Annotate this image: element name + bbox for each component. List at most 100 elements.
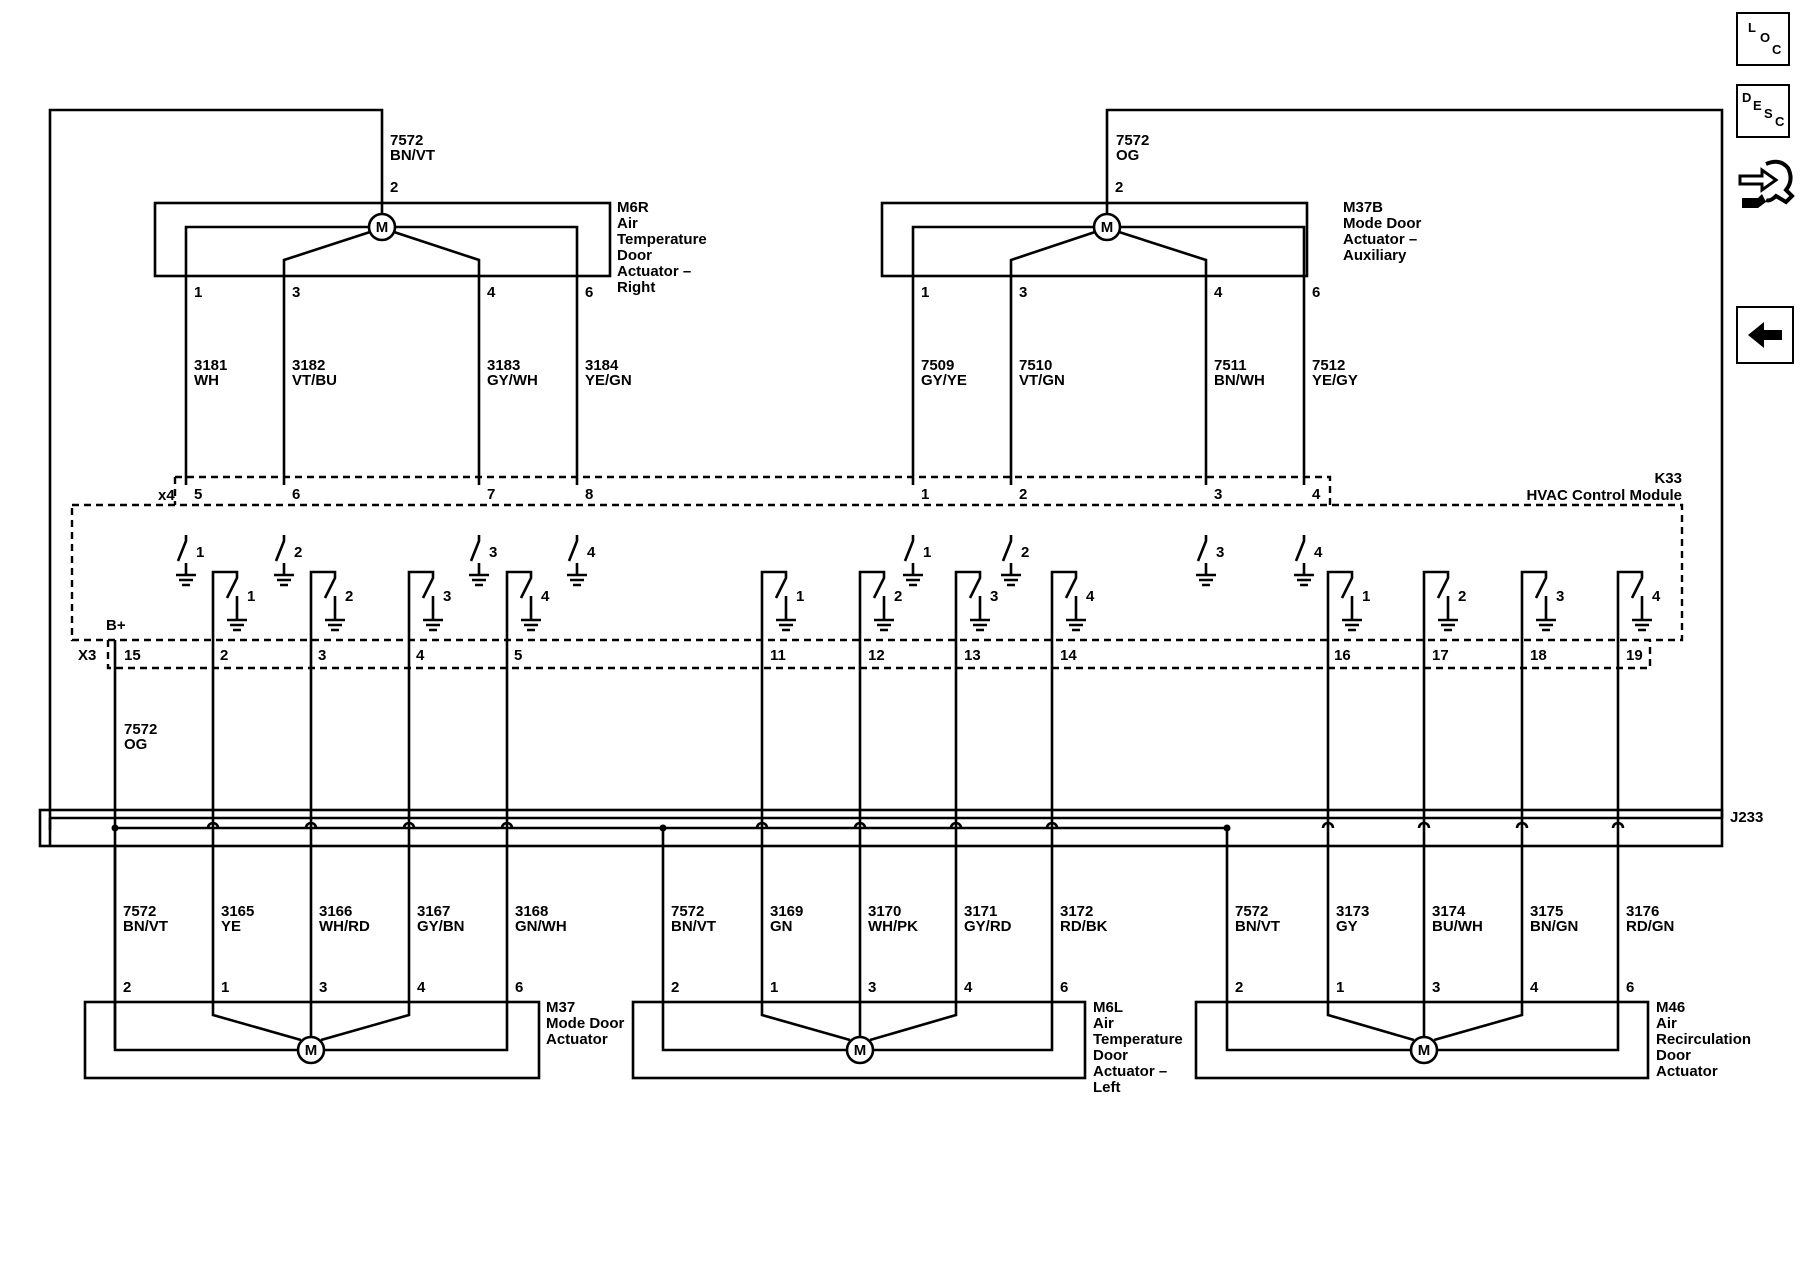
- wire-3181-num: 3181: [194, 357, 227, 374]
- actuator-m46-inner-outer: [1225, 1004, 1620, 1052]
- actuator-m37b-inner-mid: [1009, 230, 1208, 275]
- wire-m6l-2-num: 3170: [868, 903, 901, 920]
- upper-switch-m37b-2-num: 2: [1021, 544, 1029, 561]
- wire-3183-num: 3183: [487, 357, 520, 374]
- lower-switch-g3-4-num: 4: [1652, 588, 1661, 605]
- lower-switch-g1-2-ground: [325, 608, 345, 632]
- lower-switch-g3-3-blade: [1520, 570, 1548, 652]
- wire-7511-color: BN/WH: [1214, 372, 1265, 389]
- loc-button[interactable]: L O C: [1736, 12, 1790, 66]
- hump-3172: [1045, 821, 1059, 829]
- lower-switch-g2-3-ground: [970, 608, 990, 632]
- upper-switch-m37b-1-num: 1: [923, 544, 931, 561]
- upper-switch-m37b-3-blade: [1196, 535, 1208, 562]
- hump-3171: [949, 821, 963, 829]
- actuator-m6l-motor-label: M: [854, 1042, 867, 1059]
- upper-switch-m6r-4-ground: [567, 563, 587, 587]
- wire-m6l-4-num: 3172: [1060, 903, 1093, 920]
- upper-switch-m6r-3-num: 3: [489, 544, 497, 561]
- wire-m37-4-color: GN/WH: [515, 918, 567, 935]
- wire-m46-4-num: 3176: [1626, 903, 1659, 920]
- wire-m37-2-num: 3166: [319, 903, 352, 920]
- x4-pin-7-m6r: 7: [487, 486, 495, 503]
- actuator-m6r-feed-pin: 2: [390, 179, 398, 196]
- actuator-m6l-label-1: Air: [1093, 1015, 1114, 1032]
- upper-switch-m6r-4-blade: [567, 535, 579, 562]
- desc-button[interactable]: D E S C: [1736, 84, 1790, 138]
- actuator-m46-motor-label: M: [1418, 1042, 1431, 1059]
- actuator-m46-pin-6: 6: [1626, 979, 1634, 996]
- actuator-m37-inner-outer: [113, 1004, 509, 1052]
- back-button[interactable]: [1736, 306, 1794, 364]
- upper-switch-m37b-1-ground: [903, 563, 923, 587]
- wire-m37-3-num: 3167: [417, 903, 450, 920]
- x4-pin-5-m6r: 5: [194, 486, 202, 503]
- wire-m46-3-num: 3175: [1530, 903, 1563, 920]
- actuator-m37-label-1: Mode Door: [546, 1015, 624, 1032]
- lower-switch-g1-2-blade: [309, 570, 337, 652]
- actuator-m6r-motor-label: M: [376, 219, 389, 236]
- wire-7511-num: 7511: [1214, 357, 1247, 374]
- actuator-m46-label-3: Door: [1656, 1047, 1691, 1064]
- hump-3169: [755, 821, 769, 829]
- connector-end-view-icon: [1738, 159, 1795, 208]
- actuator-m6r-motor: [367, 212, 397, 242]
- wire-7512-num: 7512: [1312, 357, 1345, 374]
- upper-switch-m6r-2-blade: [274, 535, 286, 562]
- wire-m6l-4-color: RD/BK: [1060, 918, 1108, 935]
- actuator-m46-inner-mid: [1326, 1004, 1524, 1042]
- x3-pin-5: 5: [514, 647, 522, 664]
- actuator-m37-motor: [296, 1035, 326, 1065]
- wire-3184-color: YE/GN: [585, 372, 632, 389]
- feed-right-num: 7572: [1116, 132, 1149, 149]
- upper-switch-m37b-3-ground: [1196, 563, 1216, 587]
- wire-7512-color: YE/GY: [1312, 372, 1358, 389]
- actuator-m46-label-0: M46: [1656, 999, 1685, 1016]
- lower-switch-g3-1-blade: [1326, 570, 1354, 652]
- lower-switch-g2-2-ground: [874, 608, 894, 632]
- lower-switch-g2-4-ground: [1066, 608, 1086, 632]
- x3-pin-3: 3: [318, 647, 326, 664]
- hump-3175: [1515, 821, 1529, 829]
- wire-m37-1-num: 3165: [221, 903, 254, 920]
- module-name: HVAC Control Module: [1526, 487, 1682, 504]
- wire-m6l-3-color: GY/RD: [964, 918, 1012, 935]
- connector-end-view-button[interactable]: [1736, 150, 1796, 216]
- actuator-m37-pin-2: 2: [123, 979, 131, 996]
- actuator-m37b-label-3: Auxiliary: [1343, 247, 1407, 264]
- desc-letter-e: E: [1753, 98, 1762, 113]
- lower-switch-g1-2-num: 2: [345, 588, 353, 605]
- module-id: K33: [1654, 470, 1682, 487]
- actuator-m46-motor: [1409, 1035, 1439, 1065]
- upper-switch-m6r-1-blade: [176, 535, 188, 562]
- actuator-m6r-label-0: M6R: [617, 199, 649, 216]
- loc-letter-o: O: [1760, 30, 1771, 45]
- bplus-wire-num: 7572: [124, 721, 157, 738]
- wire-m6l-3-num: 3171: [964, 903, 997, 920]
- lower-switch-g1-3-blade: [407, 570, 435, 652]
- actuator-m37-label-2: Actuator: [546, 1031, 608, 1048]
- feed-loop-right: [1105, 108, 1724, 818]
- lower-switch-g3-1-num: 1: [1362, 588, 1370, 605]
- actuator-m37b-motor-label: M: [1101, 219, 1114, 236]
- upper-switch-m6r-1-ground: [176, 563, 196, 587]
- upper-switch-m6r-4-num: 4: [587, 544, 596, 561]
- wire-m37-0-num: 7572: [123, 903, 156, 920]
- wire-m37-0-color: BN/VT: [123, 918, 168, 935]
- wire-7509-num: 7509: [921, 357, 954, 374]
- lower-switch-g3-4-ground: [1632, 608, 1652, 632]
- wire-m37-1-color: YE: [221, 918, 241, 935]
- x3-pin-12: 12: [868, 647, 885, 664]
- j233-label: J233: [1730, 809, 1763, 826]
- lower-switch-g1-4-blade: [505, 570, 533, 652]
- x4-connector-outline: [173, 475, 1332, 507]
- upper-switch-m37b-1-blade: [903, 535, 915, 562]
- bplus-wire-color: OG: [124, 736, 147, 753]
- x3-connector-outline: [106, 640, 1652, 670]
- lower-switch-g3-3-ground: [1536, 608, 1556, 632]
- lower-switch-g1-4-num: 4: [541, 588, 550, 605]
- actuator-m37b-motor: [1092, 212, 1122, 242]
- actuator-m37b-label-2: Actuator –: [1343, 231, 1417, 248]
- hump-3176: [1611, 821, 1625, 829]
